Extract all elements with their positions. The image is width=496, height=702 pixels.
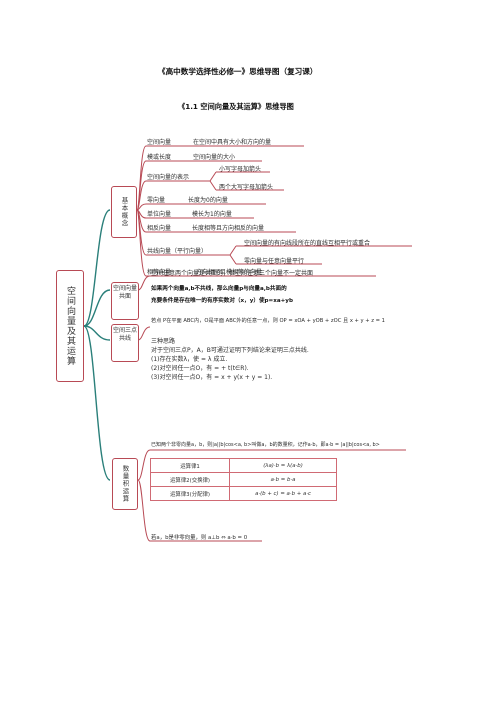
law-name: 运算律1 <box>150 458 230 473</box>
coplanar-line: 空间任意两个向量是共面的，但空间任意三个向量不一定共面 <box>151 270 314 277</box>
law-formula: a·b = b·a <box>229 472 337 487</box>
concept-desc: 长度为0的向量 <box>188 197 228 204</box>
document-title: 《高中数学选择性必修一》思维导图（复习课） <box>158 67 318 76</box>
concept-desc: 方向相同且模相等的向量 <box>196 269 263 276</box>
concept-name: 相反向量 <box>147 225 172 232</box>
table-row: 运算律3(分配律) a·(b + c) = a·b + a·c <box>150 486 337 501</box>
branch-dot-product: 数量积运算 <box>112 458 138 510</box>
operation-laws-table: 运算律1 (λa)·b = λ(a·b) 运算律2(交换律) a·b = b·a… <box>150 458 337 501</box>
table-row: 运算律1 (λa)·b = λ(a·b) <box>150 458 337 473</box>
branch-coplanar: 空间向量共面 <box>111 282 139 320</box>
concept-desc: 零向量与任意向量平行 <box>244 258 305 265</box>
coplanar-line: 若点 P在平面 ABC内，O是平面 ABC外的任意一点，则 OP = xOA +… <box>151 318 385 324</box>
collinear-line: (1)存在实数λ，使 = λ 成立. <box>151 356 228 363</box>
perpendicular-condition: 若a，b是非零向量，则 a⊥b ⇔ a·b = 0 <box>151 535 248 541</box>
dot-definition: 已知两个非零向量a，b，则|a||b|cos<a, b>叫做a，b的数量积，记作… <box>151 442 380 448</box>
document-subtitle: 《1.1 空间向量及其运算》思维导图 <box>178 102 294 111</box>
law-name: 运算律2(交换律) <box>150 472 230 487</box>
concept-desc: 长度相等且方向相反的向量 <box>192 225 265 232</box>
concept-name: 共线向量（平行向量） <box>147 248 208 255</box>
collinear-line: 对于空间三点P，A，B可通过证明下列结论来证明三点共线. <box>151 347 309 354</box>
collinear-line: 三种思路 <box>151 338 176 345</box>
concept-name: 空间向量的表示 <box>147 174 190 181</box>
branch-collinear: 空间三点共线 <box>111 324 139 362</box>
law-name: 运算律3(分配律) <box>150 486 230 501</box>
law-formula: (λa)·b = λ(a·b) <box>229 458 337 473</box>
concept-name: 相等向量 <box>147 269 172 276</box>
concept-name: 空间向量 <box>147 139 172 146</box>
collinear-line: (3)对空间任一点O，有 = x + y(x + y = 1). <box>151 374 273 381</box>
collinear-line: (2)对空间任一点O，有 = + t(t∈R). <box>151 365 249 372</box>
concept-desc: 两个大写字母加箭头 <box>219 184 274 191</box>
branch-basic-concepts: 基本概念 <box>111 186 137 238</box>
concept-name: 零向量 <box>147 197 166 204</box>
concept-desc: 空间向量的大小 <box>193 154 236 161</box>
coplanar-line: 如果两个向量a,b不共线，那么向量p与向量a,b共面的 <box>151 286 287 292</box>
law-formula: a·(b + c) = a·b + a·c <box>229 486 337 501</box>
concept-desc: 模长为1的向量 <box>192 211 232 218</box>
concept-desc: 空间向量的有向线段所在的直线互相平行或重合 <box>244 240 371 247</box>
concept-desc: 小写字母加箭头 <box>219 166 262 173</box>
table-row: 运算律2(交换律) a·b = b·a <box>150 472 337 487</box>
root-node: 空间向量及其运算 <box>56 270 84 382</box>
concept-name: 模或长度 <box>147 154 172 161</box>
coplanar-line: 充要条件是存在唯一的有序实数对（x，y）使p=xa+yb <box>151 298 293 304</box>
connector-basic <box>83 209 111 327</box>
concept-desc: 在空间中具有大小和方向的量 <box>193 139 272 146</box>
concept-name: 单位向量 <box>147 211 172 218</box>
